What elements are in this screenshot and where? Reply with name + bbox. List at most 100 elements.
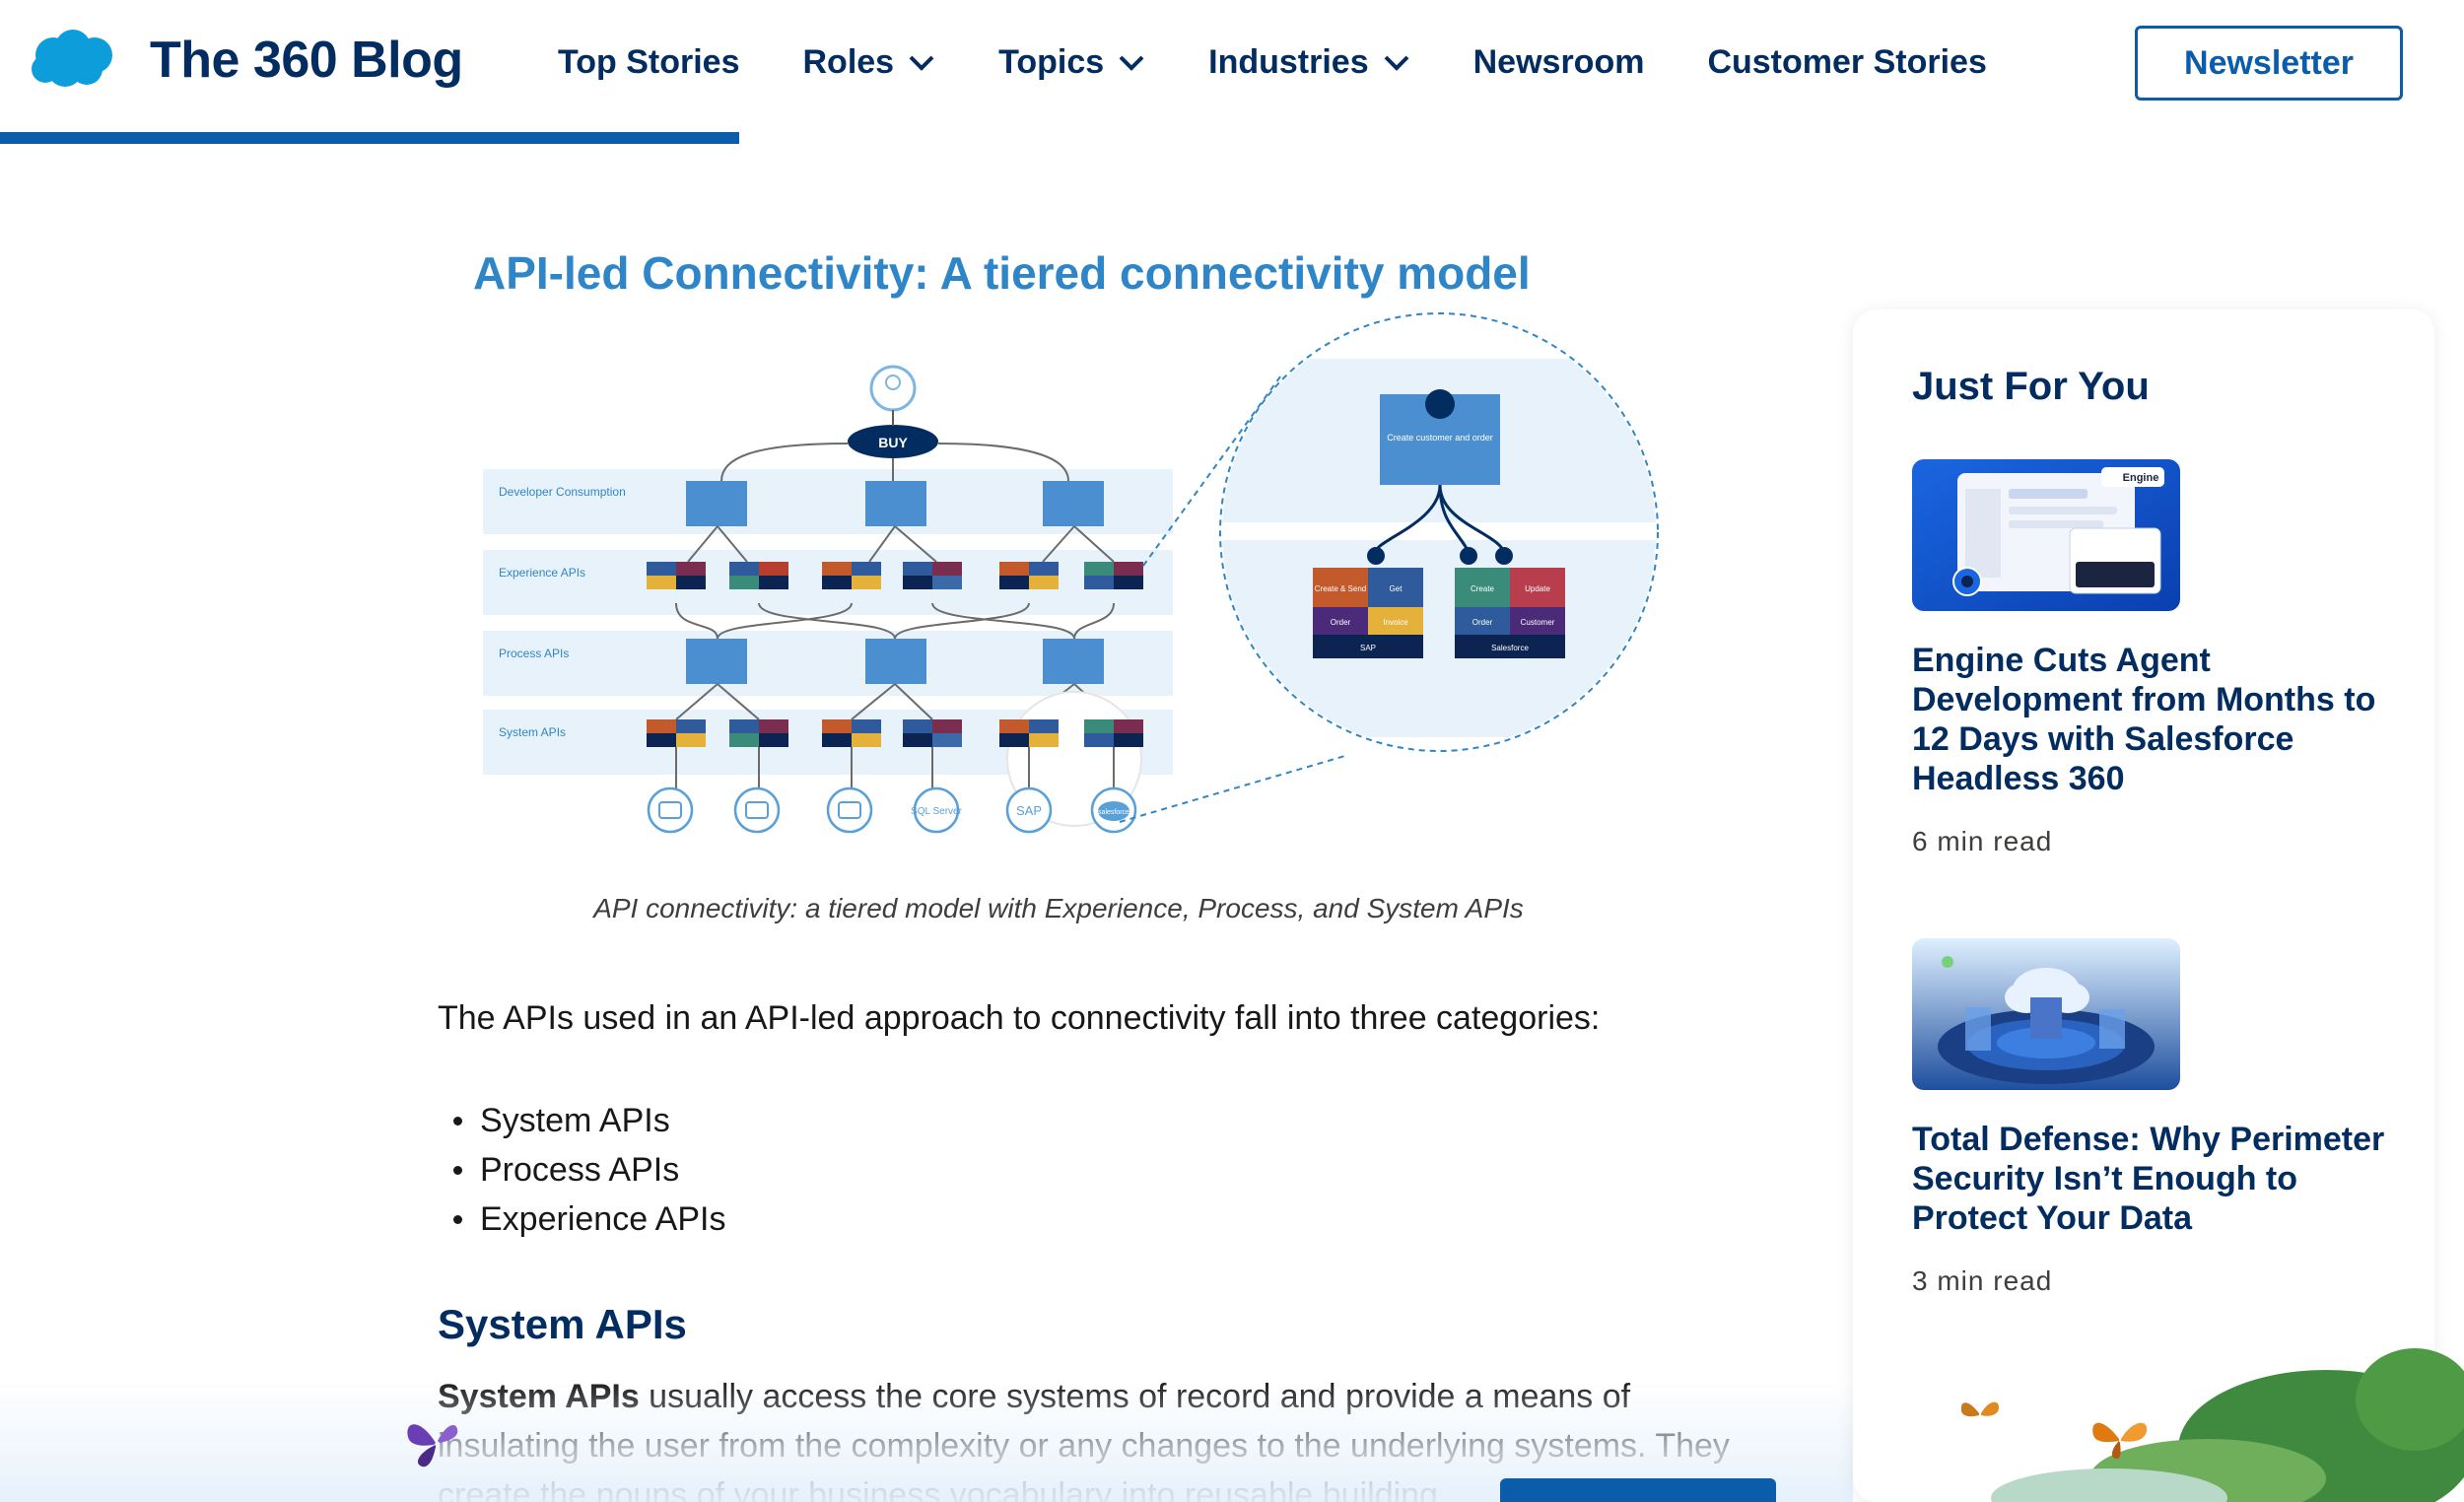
butterfly-icon <box>2092 1422 2148 1459</box>
chevron-down-icon <box>1384 55 1409 71</box>
tier-diagram: Developer Consumption Experience APIs Pr… <box>483 312 1659 834</box>
process-api-block <box>1043 639 1104 684</box>
user-head-shape <box>885 375 901 390</box>
paragraph-bold: System APIs <box>438 1378 640 1415</box>
article-thumbnail[interactable] <box>1912 938 2180 1090</box>
nav-label: Customer Stories <box>1707 43 1987 81</box>
zoom-cell-label: Update <box>1525 584 1550 593</box>
list-item: Experience APIs <box>453 1195 725 1244</box>
list-item-text: Experience APIs <box>480 1200 726 1238</box>
logo-link[interactable]: The 360 Blog <box>26 26 463 95</box>
process-api-block <box>865 639 926 684</box>
mulesoft-icon <box>1425 389 1455 419</box>
mist-shape <box>1991 1468 2227 1502</box>
bullet-icon <box>453 1165 462 1175</box>
section-heading: System APIs <box>438 1301 687 1347</box>
tier-connectors <box>675 683 1115 720</box>
source-label: SAP <box>1016 803 1042 818</box>
nav-label: Roles <box>802 43 895 81</box>
cta-banner-button[interactable] <box>1500 1478 1776 1502</box>
chevron-down-icon <box>1119 55 1144 71</box>
sidebar-title: Just For You <box>1912 365 2150 408</box>
zoom-cell-label: Order <box>1331 618 1351 627</box>
article-card[interactable]: Engine Engine Cuts Agent Development fro… <box>1912 459 2385 857</box>
article-thumbnail[interactable]: Engine <box>1912 459 2180 611</box>
source-label: SQL Server <box>911 806 963 817</box>
tier-label: Process APIs <box>499 647 569 660</box>
zoom-cell-label: Customer <box>1521 618 1555 627</box>
zoom-sap-block: Create & Send Get Order Invoice SAP <box>1313 568 1423 658</box>
mulesoft-icon <box>1495 547 1513 565</box>
newsletter-button[interactable]: Newsletter <box>2135 26 2403 101</box>
nav-roles[interactable]: Roles <box>803 43 936 82</box>
figure-caption: API connectivity: a tiered model with Ex… <box>438 893 1679 924</box>
list-item-text: System APIs <box>480 1102 670 1139</box>
db-glyph <box>658 801 682 819</box>
nav-label: Topics <box>998 43 1105 81</box>
article-card-title[interactable]: Engine Cuts Agent Development from Month… <box>1912 642 2376 797</box>
source-label: salesforce <box>1098 809 1129 816</box>
butterfly-icon <box>1961 1401 1999 1417</box>
nav-label: Industries <box>1208 43 1369 81</box>
tier-label: Developer Consumption <box>499 485 626 499</box>
app-block <box>686 481 747 526</box>
salesforce-mini-cloud <box>1098 801 1129 821</box>
api-category-list: System APIs Process APIs Experience APIs <box>453 1096 725 1244</box>
bullet-icon <box>453 1116 462 1126</box>
db-glyph <box>838 801 861 819</box>
nav-customer-stories[interactable]: Customer Stories <box>1707 43 1986 82</box>
thumb-badge: Engine <box>2123 472 2159 484</box>
read-time: 3 min read <box>1912 1265 2053 1296</box>
tier-connectors <box>687 525 1115 563</box>
sql-server-icon <box>913 786 960 834</box>
article-card[interactable]: Total Defense: Why Perimeter Security Is… <box>1912 938 2385 1297</box>
nav-newsroom[interactable]: Newsroom <box>1473 43 1645 82</box>
zoom-cell-label: Order <box>1472 618 1493 627</box>
list-item-text: Process APIs <box>480 1151 680 1189</box>
mulesoft-icon <box>1460 547 1477 565</box>
zoom-cell-label: Invoice <box>1383 618 1408 627</box>
experience-api-blocks <box>647 562 1143 589</box>
db-glyph <box>745 801 769 819</box>
sap-icon <box>1005 786 1053 834</box>
nav-topics[interactable]: Topics <box>998 43 1145 82</box>
butterfly-icon <box>407 1424 458 1468</box>
site-brand: The 360 Blog <box>150 32 463 89</box>
nav-label: Newsroom <box>1472 43 1645 81</box>
zoom-top-label: Create customer and order <box>1387 433 1493 443</box>
zoom-cell-label: Create <box>1471 584 1495 593</box>
api-connectivity-figure: API-led Connectivity: A tiered connectiv… <box>444 227 1685 897</box>
article-intro: The APIs used in an API-led approach to … <box>438 999 1601 1037</box>
nav-label: Top Stories <box>558 43 740 81</box>
nav-industries[interactable]: Industries <box>1208 43 1409 82</box>
source-connectors <box>675 747 1115 792</box>
database-icon <box>733 786 781 834</box>
process-api-block <box>686 639 747 684</box>
tier-label: Experience APIs <box>499 566 585 580</box>
article-card-title[interactable]: Total Defense: Why Perimeter Security Is… <box>1912 1121 2385 1237</box>
bullet-icon <box>453 1214 462 1224</box>
list-item: System APIs <box>453 1096 725 1145</box>
list-item: Process APIs <box>453 1145 725 1195</box>
figure-title: API-led Connectivity: A tiered connectiv… <box>473 247 1531 299</box>
buy-label: BUY <box>878 435 908 450</box>
decorative-scenery <box>1961 1348 2464 1502</box>
read-time: 6 min read <box>1912 826 2053 856</box>
app-block <box>1043 481 1104 526</box>
bush-shape <box>2356 1348 2464 1451</box>
salesforce-cloud-icon <box>32 30 112 87</box>
zoom-band-system <box>1222 540 1656 737</box>
app-block <box>865 481 926 526</box>
main-nav: Top Stories Roles Topics Industries News… <box>558 43 2050 82</box>
zoom-cell-label: Salesforce <box>1491 644 1529 652</box>
zoom-connector <box>1119 372 1349 823</box>
zoom-salesforce-block: Create Update Order Customer Salesforce <box>1455 568 1565 658</box>
buy-connectors <box>720 443 1069 482</box>
nav-top-stories[interactable]: Top Stories <box>558 43 740 82</box>
zoom-cell-label: SAP <box>1360 644 1376 652</box>
tier-connectors <box>675 602 1115 640</box>
reading-progress-bar <box>0 132 739 144</box>
zoom-cell-label: Get <box>1390 584 1403 593</box>
chevron-down-icon <box>909 55 934 71</box>
site-header: The 360 Blog Top Stories Roles Topics In… <box>0 0 2464 144</box>
